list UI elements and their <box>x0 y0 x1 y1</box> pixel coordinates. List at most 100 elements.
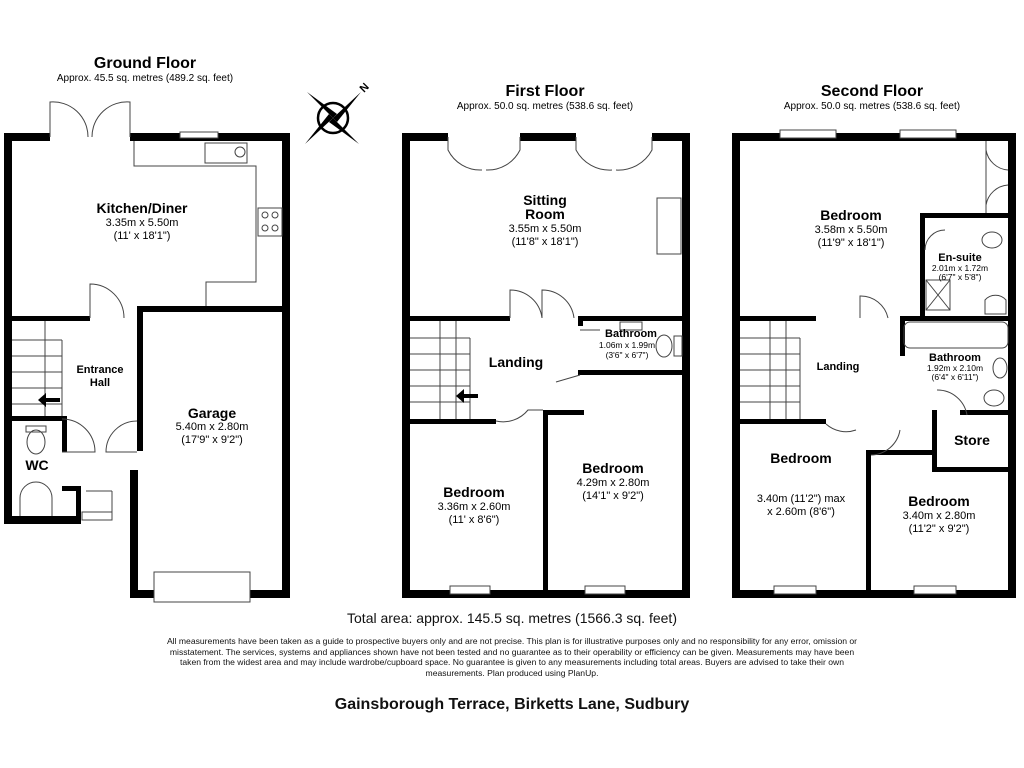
basin-icon <box>992 357 1008 379</box>
first-landing-name: Landing <box>489 354 543 370</box>
wall <box>543 410 548 590</box>
wall <box>932 467 1008 472</box>
window <box>899 129 957 139</box>
second-floor-title: Second Floor <box>821 83 923 100</box>
wall <box>130 590 154 598</box>
second-right-bedroom-dim-imperial: (11'2" x 9'2") <box>909 523 970 535</box>
wall <box>402 133 448 141</box>
second-left-bedroom-name: Bedroom <box>770 450 831 466</box>
second-floor-plan: Second Floor Approx. 50.0 sq. metres (53… <box>732 83 1016 598</box>
sink <box>204 142 248 164</box>
stairs <box>740 321 801 419</box>
wall <box>866 450 871 590</box>
first-bathroom-dim-metric: 1.06m x 1.99m <box>599 340 655 350</box>
kitchen-dim-imperial: (11' x 18'1") <box>114 230 171 242</box>
second-floor-area: Approx. 50.0 sq. metres (538.6 sq. feet) <box>784 101 960 112</box>
second-bathroom-dim-metric: 1.92m x 2.10m <box>927 363 983 373</box>
door-swing <box>936 389 968 416</box>
window <box>913 585 957 595</box>
wall <box>732 133 740 598</box>
first-bedroom-right-name: Bedroom <box>582 460 643 476</box>
first-floor-plan: First Floor Approx. 50.0 sq. metres (538… <box>402 83 690 598</box>
first-floor-title: First Floor <box>505 83 584 100</box>
hall-name-line2: Hall <box>90 377 110 389</box>
toilet-icon <box>981 231 1003 249</box>
window <box>779 129 837 139</box>
ground-floor-plan: Ground Floor Approx. 45.5 sq. metres (48… <box>4 55 290 603</box>
toilet-icon <box>655 334 673 358</box>
ground-floor-title: Ground Floor <box>94 55 196 72</box>
cistern <box>25 425 47 433</box>
wall <box>1008 133 1016 598</box>
ensuite-name: En-suite <box>938 252 981 264</box>
door-swing <box>105 420 138 453</box>
ensuite-dim-metric: 2.01m x 1.72m <box>932 263 988 273</box>
basin-icon <box>619 321 643 331</box>
kitchen-name: Kitchen/Diner <box>96 200 188 216</box>
shower-tray-icon <box>925 279 951 311</box>
property-address: Gainsborough Terrace, Birketts Lane, Sud… <box>334 696 690 713</box>
second-bathroom-name: Bathroom <box>929 352 981 364</box>
door-swing <box>924 229 946 251</box>
garage-dim-imperial: (17'9" x 9'2") <box>181 434 243 446</box>
first-floor-area: Approx. 50.0 sq. metres (538.6 sq. feet) <box>457 101 633 112</box>
wall <box>410 316 510 321</box>
garage-dim-metric: 5.40m x 2.80m <box>176 421 249 433</box>
wall <box>920 213 1008 218</box>
front-door-step <box>81 511 113 521</box>
door-swing <box>825 295 901 456</box>
chimney-breast <box>656 197 682 255</box>
wall <box>732 590 1016 598</box>
wall <box>578 316 682 321</box>
disclaimer-text: All measurements have been taken as a gu… <box>166 636 858 678</box>
door-swing <box>495 329 600 423</box>
wall <box>578 316 583 326</box>
wall <box>402 590 690 598</box>
wall <box>932 410 937 472</box>
wall <box>76 486 81 524</box>
wall <box>410 419 496 424</box>
second-main-bedroom-name: Bedroom <box>820 207 881 223</box>
french-doors <box>447 137 521 171</box>
second-landing-name: Landing <box>817 361 860 373</box>
sitting-room-dim-imperial: (11'8" x 18'1") <box>512 236 579 248</box>
window <box>773 585 817 595</box>
bath-icon <box>903 321 1009 349</box>
second-left-bedroom-dim-imperial: x 2.60m (8'6") <box>767 506 835 518</box>
wall <box>4 133 50 141</box>
wall <box>137 306 143 451</box>
wall <box>4 133 12 524</box>
window <box>584 585 626 595</box>
first-bedroom-right-dim-imperial: (14'1" x 9'2") <box>582 490 644 502</box>
basin-icon <box>984 294 1007 315</box>
wall <box>920 213 925 318</box>
wall <box>62 486 80 491</box>
second-left-bedroom-dim-metric: 3.40m (11'2") max <box>757 493 846 505</box>
wc-name: WC <box>25 457 48 473</box>
hob-ring <box>271 224 279 232</box>
hob-ring <box>261 224 269 232</box>
wall <box>740 316 816 321</box>
wall <box>900 316 1008 321</box>
wardrobe-doors <box>985 141 1009 213</box>
second-main-bedroom-dim-imperial: (11'9" x 18'1") <box>818 237 885 249</box>
hob-ring <box>261 211 269 219</box>
door-swing <box>86 490 113 515</box>
cistern <box>673 335 683 357</box>
first-bedroom-left-name: Bedroom <box>443 484 504 500</box>
wall <box>4 516 80 524</box>
shower-tray-cross <box>925 279 951 311</box>
wall <box>960 410 1008 415</box>
wall <box>871 450 933 455</box>
second-right-bedroom-name: Bedroom <box>908 493 969 509</box>
second-main-bedroom-dim-metric: 3.58m x 5.50m <box>815 224 888 236</box>
stairs <box>410 321 471 419</box>
first-bathroom-name: Bathroom <box>605 328 657 340</box>
sitting-room-name-line1: Sitting <box>523 192 567 208</box>
door-swing <box>61 418 96 453</box>
sitting-room-name-line2: Room <box>525 206 565 222</box>
first-bedroom-right-dim-metric: 4.29m x 2.80m <box>577 477 650 489</box>
kitchen-counter <box>133 141 257 306</box>
toilet-icon <box>26 429 46 455</box>
ensuite-dim-imperial: (6'7" x 5'8") <box>939 272 982 282</box>
